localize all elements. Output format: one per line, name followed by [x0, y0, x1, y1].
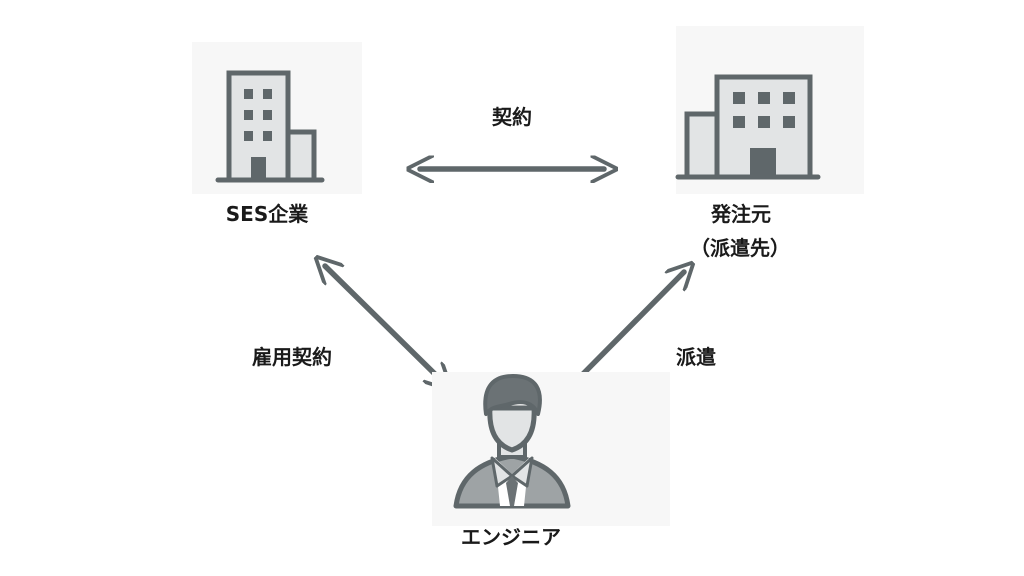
employment-contract-arrow	[325, 266, 442, 381]
engineer-label: エンジニア	[461, 525, 561, 549]
employment-contract-label: 雇用契約	[252, 345, 332, 369]
client-label-line2: （派遣先）	[690, 236, 790, 260]
client-building-icon	[675, 26, 864, 194]
engineer-avatar-icon	[432, 372, 670, 526]
ses-company-building-icon	[192, 42, 362, 194]
ses-company-label: SES企業	[226, 202, 309, 226]
dispatch-arrow	[577, 272, 684, 380]
client-label-line1: 発注元	[710, 202, 771, 226]
contract-label: 契約	[491, 105, 532, 129]
dispatch-label: 派遣	[676, 345, 716, 369]
